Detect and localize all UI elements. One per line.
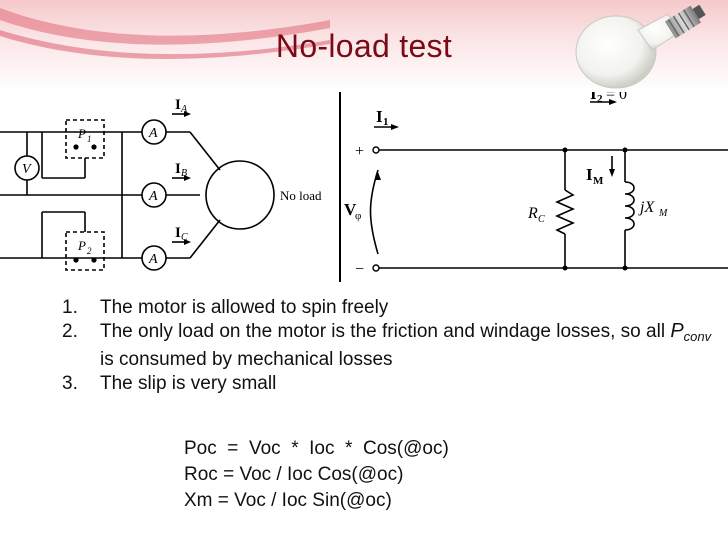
current-i1-label: I bbox=[376, 107, 383, 126]
three-phase-symbols bbox=[14, 111, 191, 271]
current-ia-label: I bbox=[175, 97, 181, 113]
voltmeter-label: V bbox=[22, 162, 32, 177]
wattmeter-p1-label: P bbox=[77, 126, 86, 141]
no-load-label: No load bbox=[280, 188, 322, 203]
ammeter-b-label: A bbox=[148, 189, 158, 204]
page-title: No-load test bbox=[275, 28, 453, 64]
bullet-list: 1. The motor is allowed to spin freely 2… bbox=[62, 296, 712, 396]
formula-block: Poc = Voc * Ioc * Cos(@oc) Roc = Voc / I… bbox=[184, 436, 449, 514]
current-i1-sub: 1 bbox=[383, 116, 389, 128]
pconv-subscript: conv bbox=[683, 329, 712, 344]
pconv-symbol: P bbox=[670, 320, 684, 342]
ammeter-c-label: A bbox=[148, 252, 158, 267]
current-ic-label: I bbox=[175, 225, 181, 241]
current-im-label: I bbox=[586, 165, 593, 184]
equivalent-circuit-symbols bbox=[372, 99, 628, 272]
current-im-sub: M bbox=[593, 175, 604, 187]
wattmeter-p2-label: P bbox=[77, 238, 86, 253]
current-ia-sub: A bbox=[180, 104, 188, 115]
current-i2-label: I bbox=[590, 92, 597, 103]
wattmeter-p1-sub: 1 bbox=[87, 134, 92, 144]
decorative-swoosh bbox=[0, 8, 330, 59]
formula-poc: Poc = Voc * Ioc * Cos(@oc) bbox=[184, 438, 449, 459]
voltage-vphi-label: V bbox=[344, 200, 357, 219]
three-phase-measurement-circuit bbox=[0, 113, 275, 271]
list-item: 1. The motor is allowed to spin freely bbox=[62, 297, 389, 318]
current-ib-label: I bbox=[175, 161, 181, 177]
terminal-minus: − bbox=[355, 261, 364, 278]
resistor-rc-label: R bbox=[527, 205, 538, 222]
light-bulb-icon bbox=[575, 4, 706, 89]
wattmeter-p2-sub: 2 bbox=[87, 246, 92, 256]
resistor-rc-sub: C bbox=[538, 214, 545, 225]
ammeter-a-label: A bbox=[148, 126, 158, 141]
inductor-jxm-label: jX bbox=[638, 199, 655, 216]
formula-xm: Xm = Voc / Ioc Sin(@oc) bbox=[184, 490, 392, 511]
current-ib-sub: B bbox=[181, 168, 187, 179]
equivalent-circuit bbox=[339, 92, 728, 282]
current-i2-sub: 2 bbox=[597, 93, 603, 105]
voltage-vphi-sub: φ bbox=[355, 210, 361, 222]
circuit-diagrams: V A A A P 1 P 2 I A I B I C No load bbox=[0, 92, 728, 282]
inductor-jxm-sub: M bbox=[658, 208, 668, 219]
formula-roc: Roc = Voc / Ioc Cos(@oc) bbox=[184, 464, 404, 485]
current-i2-equals: = 0 bbox=[606, 92, 627, 103]
terminal-plus: + bbox=[355, 143, 364, 160]
list-item: 3. The slip is very small bbox=[62, 373, 277, 394]
current-ic-sub: C bbox=[181, 232, 188, 243]
list-item: 2. The only load on the motor is the fri… bbox=[62, 320, 712, 370]
